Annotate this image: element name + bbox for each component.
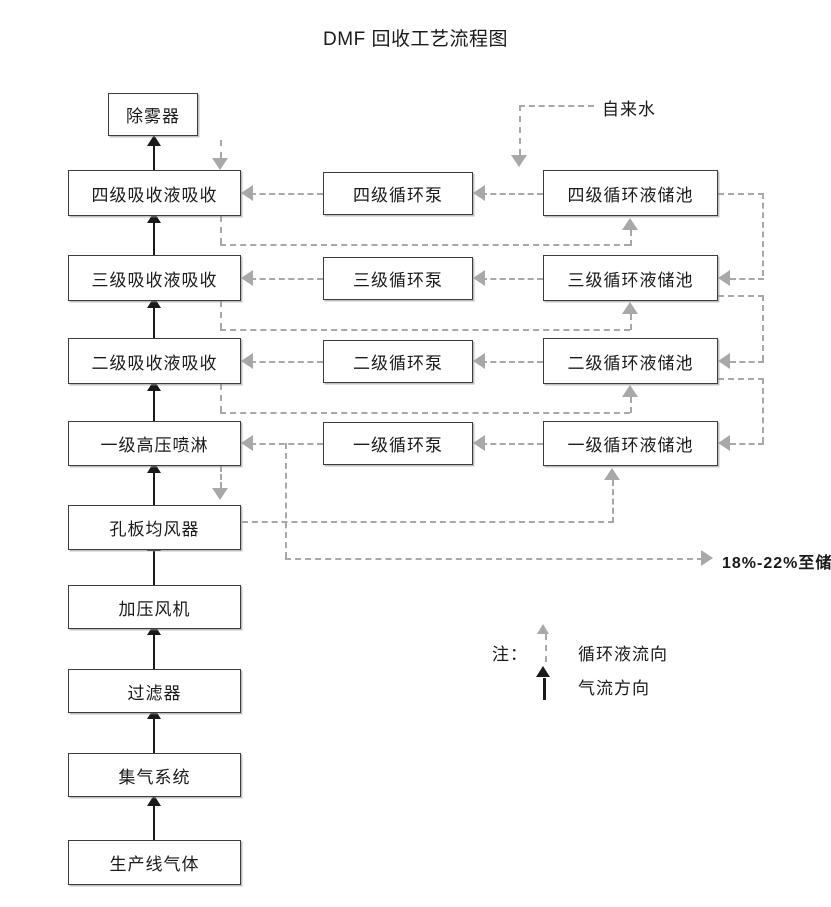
drain-arrow-into-tank3 [622, 302, 638, 314]
legend-liquid-flow-label: 循环液流向 [578, 645, 668, 664]
liquid-line-tank1-pump1 [481, 443, 543, 445]
gas-line-plate-spray [153, 467, 156, 505]
drain-arrow-top-stub [212, 158, 228, 170]
overflow-line-tank2-out [718, 378, 764, 380]
drain-line-abs3-up [630, 314, 632, 330]
node-absorber-2[interactable]: 二级吸收液吸收 [68, 338, 241, 384]
gas-arrow-plate-spray [147, 462, 161, 473]
overflow-line-tank1-in [730, 443, 764, 445]
drain-arrow-into-tank1 [604, 468, 620, 480]
liquid-line-tank4-pump4 [481, 193, 543, 195]
node-tank-3[interactable]: 三级循环液储池 [543, 255, 718, 301]
legend-solid-arrow-icon [536, 666, 550, 677]
node-tank-4[interactable]: 四级循环液储池 [543, 170, 718, 216]
overflow-line-tank3-out [718, 295, 764, 297]
node-tank-2[interactable]: 二级循环液储池 [543, 338, 718, 384]
liquid-arrow-tank2-pump2 [473, 353, 485, 369]
overflow-line-tank2-down [762, 378, 764, 443]
gas-arrow-source-collector [147, 795, 161, 806]
legend-note-prefix: 注： [492, 645, 528, 664]
drain-line-abs2-down [220, 384, 222, 412]
drain-line-top-stub [220, 140, 222, 158]
liquid-line-pump4-abs4 [250, 193, 323, 195]
liquid-line-pump2-abs2 [250, 361, 323, 363]
gas-line-source-collector [153, 800, 156, 840]
drain-line-abs3-across [220, 329, 630, 331]
liquid-arrow-pump3-abs3 [241, 270, 253, 286]
overflow-arrow-into-tank1 [718, 435, 730, 451]
gas-line-filter-blower [153, 629, 156, 669]
node-pump-4[interactable]: 四级循环泵 [323, 172, 473, 215]
tapwater-arrow-into-tank4 [511, 155, 527, 167]
node-orifice-plate[interactable]: 孔板均风器 [68, 505, 241, 550]
gas-arrow-collector-filter [147, 708, 161, 719]
liquid-line-tank2-pump2 [481, 361, 543, 363]
gas-arrow-abs2-abs3 [147, 297, 161, 308]
legend-dashed-arrow-icon [537, 624, 549, 634]
node-pump-1[interactable]: 一级循环泵 [323, 422, 473, 465]
gas-line-abs3-abs4 [153, 217, 156, 255]
overflow-line-tank2-in [730, 361, 764, 363]
gas-arrow-spray-abs2 [147, 380, 161, 391]
node-pump-3[interactable]: 三级循环泵 [323, 257, 473, 300]
overflow-line-tank4-out [718, 193, 764, 195]
node-tank-1[interactable]: 一级循环液储池 [543, 421, 718, 466]
gas-line-spray-abs2 [153, 385, 156, 423]
liquid-arrow-pump2-abs2 [241, 353, 253, 369]
tapwater-label: 自来水 [602, 100, 656, 119]
drain-line-abs4-up [630, 230, 632, 246]
gas-line-abs4-demister [153, 140, 156, 170]
node-spray-1[interactable]: 一级高压喷淋 [68, 421, 241, 466]
drain-line-abs2-up [630, 397, 632, 413]
node-blower[interactable]: 加压风机 [68, 585, 241, 629]
node-filter[interactable]: 过滤器 [68, 669, 241, 713]
liquid-arrow-tank4-pump4 [473, 185, 485, 201]
drain-arrow-into-tank4 [622, 218, 638, 230]
liquid-arrow-pump1-spray1 [241, 435, 253, 451]
overflow-line-tank3-down [762, 295, 764, 361]
tapwater-line-vertical [519, 105, 521, 155]
to-storage-label: 18%-22%至储罐 [722, 555, 831, 572]
liquid-line-tank3-pump3 [481, 278, 543, 280]
node-absorber-3[interactable]: 三级吸收液吸收 [68, 255, 241, 301]
drain-line-abs2-across [220, 412, 630, 414]
drain-line-abs3-down [220, 301, 222, 329]
node-absorber-4[interactable]: 四级吸收液吸收 [68, 170, 241, 216]
storage-line-vertical [285, 443, 287, 558]
liquid-line-pump3-abs3 [250, 278, 323, 280]
gas-arrow-abs4-demister [147, 135, 161, 146]
drain-arrow-into-tank2 [622, 385, 638, 397]
gas-line-blower-plate [153, 545, 156, 585]
legend-solid-line [543, 678, 546, 700]
liquid-arrow-pump4-abs4 [241, 185, 253, 201]
liquid-arrow-tank3-pump3 [473, 270, 485, 286]
gas-arrow-filter-blower [147, 624, 161, 635]
node-demister[interactable]: 除雾器 [108, 93, 198, 136]
gas-line-collector-filter [153, 713, 156, 753]
overflow-arrow-into-tank2 [718, 353, 730, 369]
storage-line-horizontal [285, 558, 703, 560]
node-gas-collector[interactable]: 集气系统 [68, 753, 241, 797]
overflow-arrow-into-tank3 [718, 270, 730, 286]
storage-arrow [701, 550, 713, 566]
drain-line-spray1-down [220, 466, 222, 488]
overflow-line-tank4-down [762, 193, 764, 276]
gas-arrow-abs3-abs4 [147, 212, 161, 223]
node-pump-2[interactable]: 二级循环泵 [323, 340, 473, 383]
tapwater-line-horizontal [519, 105, 594, 107]
liquid-arrow-tank1-pump1 [473, 435, 485, 451]
drain-line-abs4-across [220, 244, 630, 246]
node-production-line-gas[interactable]: 生产线气体 [68, 840, 241, 885]
legend-air-flow-label: 气流方向 [578, 679, 650, 698]
page-title: DMF 回收工艺流程图 [323, 29, 508, 50]
drain-line-plate-across [242, 521, 614, 523]
legend-dashed-line [545, 634, 547, 662]
overflow-line-tank3-in [730, 278, 764, 280]
drain-line-plate-up [612, 480, 614, 523]
gas-line-abs2-abs3 [153, 302, 156, 340]
drain-line-abs4-down [220, 216, 222, 244]
drain-arrow-spray1-to-plate [212, 488, 228, 500]
